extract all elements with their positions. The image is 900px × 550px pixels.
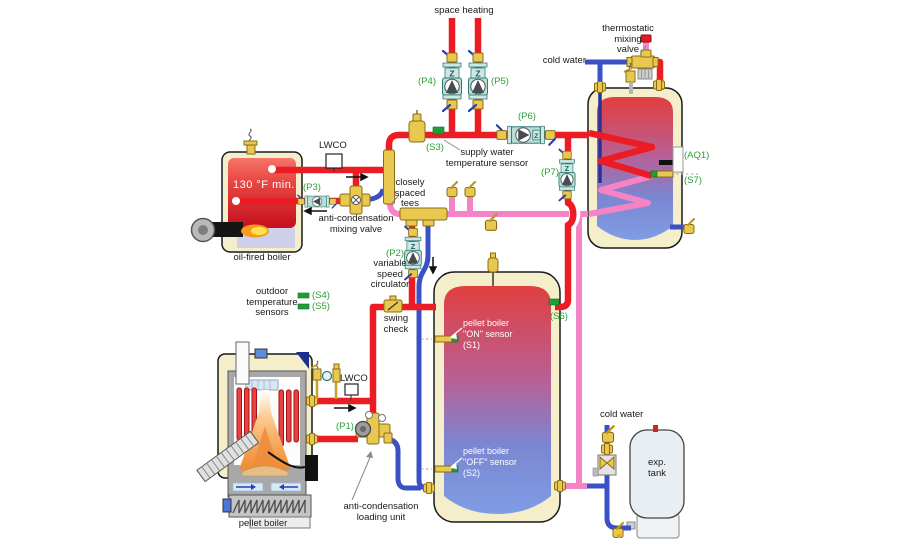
lwco-oil-label: LWCO — [319, 140, 347, 151]
union — [653, 79, 665, 91]
chimney — [235, 341, 250, 385]
cold-water-top-label: cold water — [542, 55, 586, 66]
backflow-preventer — [592, 454, 617, 477]
boiler-port — [268, 165, 276, 173]
flow-arrows — [303, 172, 438, 413]
exp-tank-label: exp. tank — [648, 457, 666, 479]
loading-unit-p1 — [354, 411, 393, 445]
flame-sensor — [305, 455, 318, 481]
variable-speed-circulator-label: variable speed circulator — [370, 258, 410, 290]
relief-valve-dhw — [623, 62, 636, 94]
swing-check-valve — [383, 295, 403, 313]
thermostatic-mixing-valve — [626, 34, 659, 80]
pellet-off-sensor-label: pellet boiler "OFF" sensor (S2) — [463, 446, 517, 478]
sensor-s7 — [650, 170, 698, 178]
space-heating-label: space heating — [434, 5, 494, 16]
oil-fired-boiler-label: oil-fired boiler — [233, 252, 291, 263]
anti-condensation-mixing-valve-label: anti-condensation mixing valve — [318, 213, 394, 235]
dhw-drain-valve — [682, 217, 696, 235]
tag-p4: (P4) — [418, 76, 436, 87]
oil-burner — [190, 217, 269, 243]
pellet-on-sensor-label: pellet boiler "ON" sensor (S1) — [463, 318, 513, 350]
sensor-s6 — [548, 298, 560, 306]
tag-s4: (S4) — [312, 290, 330, 301]
aquastat-aq1 — [659, 146, 684, 173]
pellet-auger — [222, 494, 312, 529]
storage-tank — [433, 271, 561, 523]
lwco-pellet — [344, 383, 359, 401]
tag-s3: (S3) — [426, 142, 444, 153]
thermostatic-mixing-valve-label: thermostatic mixing valve — [602, 23, 654, 55]
tag-p3: (P3) — [303, 182, 321, 193]
tag-p1: (P1) — [336, 421, 354, 432]
purge-valve — [445, 180, 459, 198]
tag-p6: (P6) — [518, 111, 536, 122]
pump-p4 — [441, 49, 463, 113]
union — [423, 482, 435, 494]
pellet-pile — [241, 465, 289, 477]
tag-s6: (S6) — [550, 311, 568, 322]
outdoor-temperature-sensors-label: outdoor temperature sensors — [246, 286, 298, 318]
union — [601, 443, 613, 455]
boiler-port — [232, 197, 240, 205]
union — [594, 81, 606, 93]
closely-spaced-tees-label: closely spaced tees — [394, 177, 426, 209]
piping-return-warm — [386, 42, 653, 489]
pellet-feed-auger — [196, 430, 260, 483]
pellet-boiler-label: pellet boiler — [238, 518, 288, 529]
tag-aq1: (AQ1) — [684, 150, 710, 161]
lwco-oil — [325, 153, 343, 172]
tee-block — [399, 207, 448, 227]
sensor-s3 — [432, 126, 445, 135]
tag-p7: (P7) — [541, 167, 559, 178]
cold-water-bottom-label: cold water — [600, 409, 644, 420]
pellet-boiler-trim — [310, 360, 341, 399]
pellet-boiler — [196, 341, 318, 529]
oil-fired-boiler — [190, 151, 303, 253]
tag-p2: (P2) — [386, 248, 404, 259]
tag-s7: (S7) — [684, 175, 702, 186]
closely-spaced-tees-header — [383, 149, 395, 205]
pump-p7 — [557, 148, 577, 202]
union — [554, 480, 566, 492]
combustion-air-ports — [232, 482, 302, 492]
boiler-min-temp-label: 130 °F min. — [233, 179, 295, 191]
air-separator — [408, 110, 426, 143]
relief-valve-oil — [243, 128, 258, 155]
purge-valve — [463, 180, 477, 198]
expansion-tank — [626, 425, 685, 539]
union — [306, 433, 318, 445]
pump-p5 — [467, 49, 489, 113]
swing-check-label: swing check — [383, 313, 409, 335]
tag-s5: (S5) — [312, 301, 330, 312]
sensor-s5 — [297, 303, 310, 310]
dhw-coil-upper — [588, 129, 656, 180]
lwco-pellet-label: LWCO — [340, 373, 368, 384]
storage-tank-air-vent — [487, 252, 499, 286]
pressure-gauge — [321, 370, 333, 382]
sensor-s4 — [297, 292, 310, 299]
leader-lines — [351, 45, 647, 501]
dhw-coil-lower — [588, 173, 653, 217]
pump-p6 — [495, 124, 557, 146]
tag-p5: (P5) — [491, 76, 509, 87]
supply-water-sensor-label: supply water temperature sensor — [445, 147, 529, 169]
anti-condensation-loading-unit-label: anti-condensation loading unit — [343, 501, 419, 523]
anti-condensation-mixing-valve — [339, 185, 371, 215]
pump-p3 — [297, 194, 337, 209]
